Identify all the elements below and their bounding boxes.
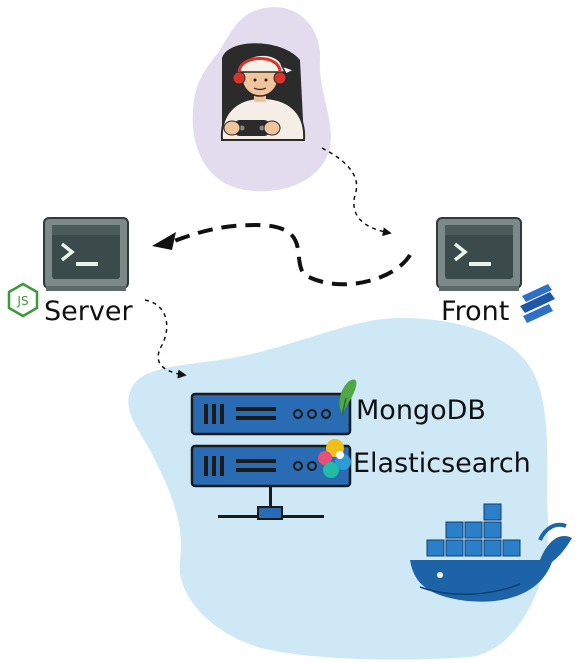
elasticsearch-icon: [318, 439, 351, 478]
nodejs-icon: JS: [7, 282, 39, 318]
server-to-database-arrow: [144, 299, 187, 379]
docker-whale-icon: [410, 503, 572, 602]
front-to-server-arrowhead: [152, 232, 176, 250]
mongodb-leaf-icon: [339, 379, 357, 417]
server-rack-icon: [190, 392, 352, 520]
elasticsearch-label: Elasticsearch: [353, 448, 531, 479]
database-background-blob: [128, 318, 549, 660]
gamer-user-illustration: [220, 43, 306, 141]
terminal-icon: [43, 217, 129, 291]
server-label: Server: [44, 296, 133, 327]
mongodb-label: MongoDB: [356, 395, 486, 426]
nodejs-badge-text: JS: [16, 294, 28, 308]
front-label: Front: [441, 296, 510, 327]
front-to-server-arrow: [164, 222, 412, 287]
redux-stack-icon: [520, 284, 555, 323]
terminal-icon: [436, 217, 522, 291]
user-to-front-arrow: [321, 147, 392, 237]
